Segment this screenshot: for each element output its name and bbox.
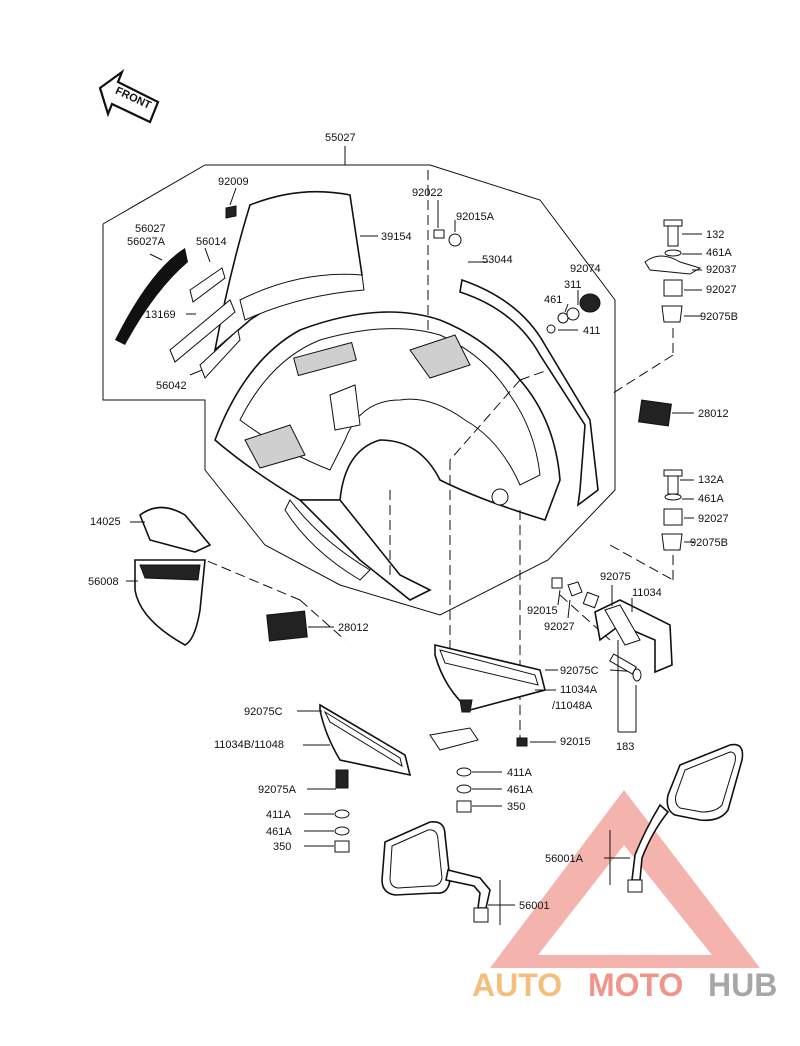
watermark-part1: AUTO <box>472 967 562 1003</box>
washer-stack-left <box>334 809 350 853</box>
label-55027: 55027 <box>325 132 356 144</box>
label-56014: 56014 <box>196 236 227 248</box>
side-moldings <box>115 248 241 379</box>
label-132A: 132A <box>698 474 724 486</box>
label-350-left: 350 <box>273 841 291 853</box>
front-arrow-icon: FRONT <box>98 68 160 124</box>
label-53044: 53044 <box>482 254 513 266</box>
label-92015-mid: 92015 <box>527 605 558 617</box>
label-11034B-11048: 11034B/11048 <box>214 739 284 751</box>
label-461: 461 <box>544 294 562 306</box>
bracket-11034A <box>429 643 546 751</box>
label-461A-left: 461A <box>266 826 292 838</box>
label-11034: 11034 <box>632 587 662 599</box>
label-92075B-top: 92075B <box>700 311 738 323</box>
label-411A-right: 411A <box>507 767 533 779</box>
pad-28012-right <box>638 399 672 427</box>
label-39154: 39154 <box>381 231 412 243</box>
label-56001: 56001 <box>519 900 550 912</box>
label-92074: 92074 <box>570 263 601 275</box>
watermark-logo <box>490 790 760 968</box>
label-92075C-right: 92075C <box>560 665 599 677</box>
label-14025: 14025 <box>90 516 121 528</box>
label-92015A: 92015A <box>456 211 495 223</box>
label-56008: 56008 <box>88 576 119 588</box>
label-56042: 56042 <box>156 380 187 392</box>
assembly-lines <box>204 170 611 745</box>
watermark-part2: MOTO <box>588 967 683 1003</box>
right-hardware-top <box>609 219 702 396</box>
label-92075C-left: 92075C <box>244 706 283 718</box>
label-92027-top: 92027 <box>706 284 737 296</box>
label-350-right: 350 <box>507 801 525 813</box>
label-11048A: /11048A <box>552 700 593 712</box>
label-92075A: 92075A <box>258 784 297 796</box>
label-311: 311 <box>564 279 582 291</box>
label-461A-mid: 461A <box>698 493 724 505</box>
mirror-56001A <box>627 743 744 893</box>
label-92015-low: 92015 <box>560 736 591 748</box>
label-183: 183 <box>616 741 634 753</box>
bracket-53044 <box>459 278 599 507</box>
label-461A-right: 461A <box>507 784 533 796</box>
watermark-text: AUTO MOTO HUB <box>472 967 777 1003</box>
label-11034A: 11034A <box>560 684 598 696</box>
label-92009: 92009 <box>218 176 249 188</box>
leader-lines <box>126 146 702 925</box>
label-28012-left: 28012 <box>338 622 369 634</box>
label-56027: 56027 <box>135 223 166 235</box>
label-92075B-mid: 92075B <box>690 537 728 549</box>
label-92022: 92022 <box>412 187 443 199</box>
right-hardware-mid <box>609 469 683 581</box>
label-411: 411 <box>583 325 601 337</box>
label-92037: 92037 <box>706 264 737 276</box>
duct-56008 <box>134 559 206 646</box>
vent-14025 <box>139 506 212 553</box>
part-labels: 55027 92009 92022 92015A 56027 56027A 56… <box>88 132 738 912</box>
label-92027-mid: 92027 <box>698 513 729 525</box>
fairing-body <box>214 311 561 601</box>
label-56027A: 56027A <box>127 236 166 248</box>
pad-28012-left <box>266 610 308 642</box>
hardware-top-center <box>225 205 601 334</box>
bracket-11034 <box>594 599 673 682</box>
mirror-56001 <box>381 820 491 923</box>
label-92027-low: 92027 <box>544 621 575 633</box>
hardware-center-low <box>551 577 600 609</box>
label-411A-left: 411A <box>266 809 292 821</box>
windshield-part <box>213 190 365 353</box>
washer-stack-right <box>456 737 528 813</box>
label-92075: 92075 <box>600 571 631 583</box>
label-56001A: 56001A <box>545 853 584 865</box>
label-461A-top: 461A <box>706 247 732 259</box>
label-13169: 13169 <box>145 309 176 321</box>
bracket-11034B <box>319 703 412 789</box>
watermark-part3: HUB <box>708 967 777 1003</box>
label-132: 132 <box>706 229 724 241</box>
label-28012-right: 28012 <box>698 408 729 420</box>
